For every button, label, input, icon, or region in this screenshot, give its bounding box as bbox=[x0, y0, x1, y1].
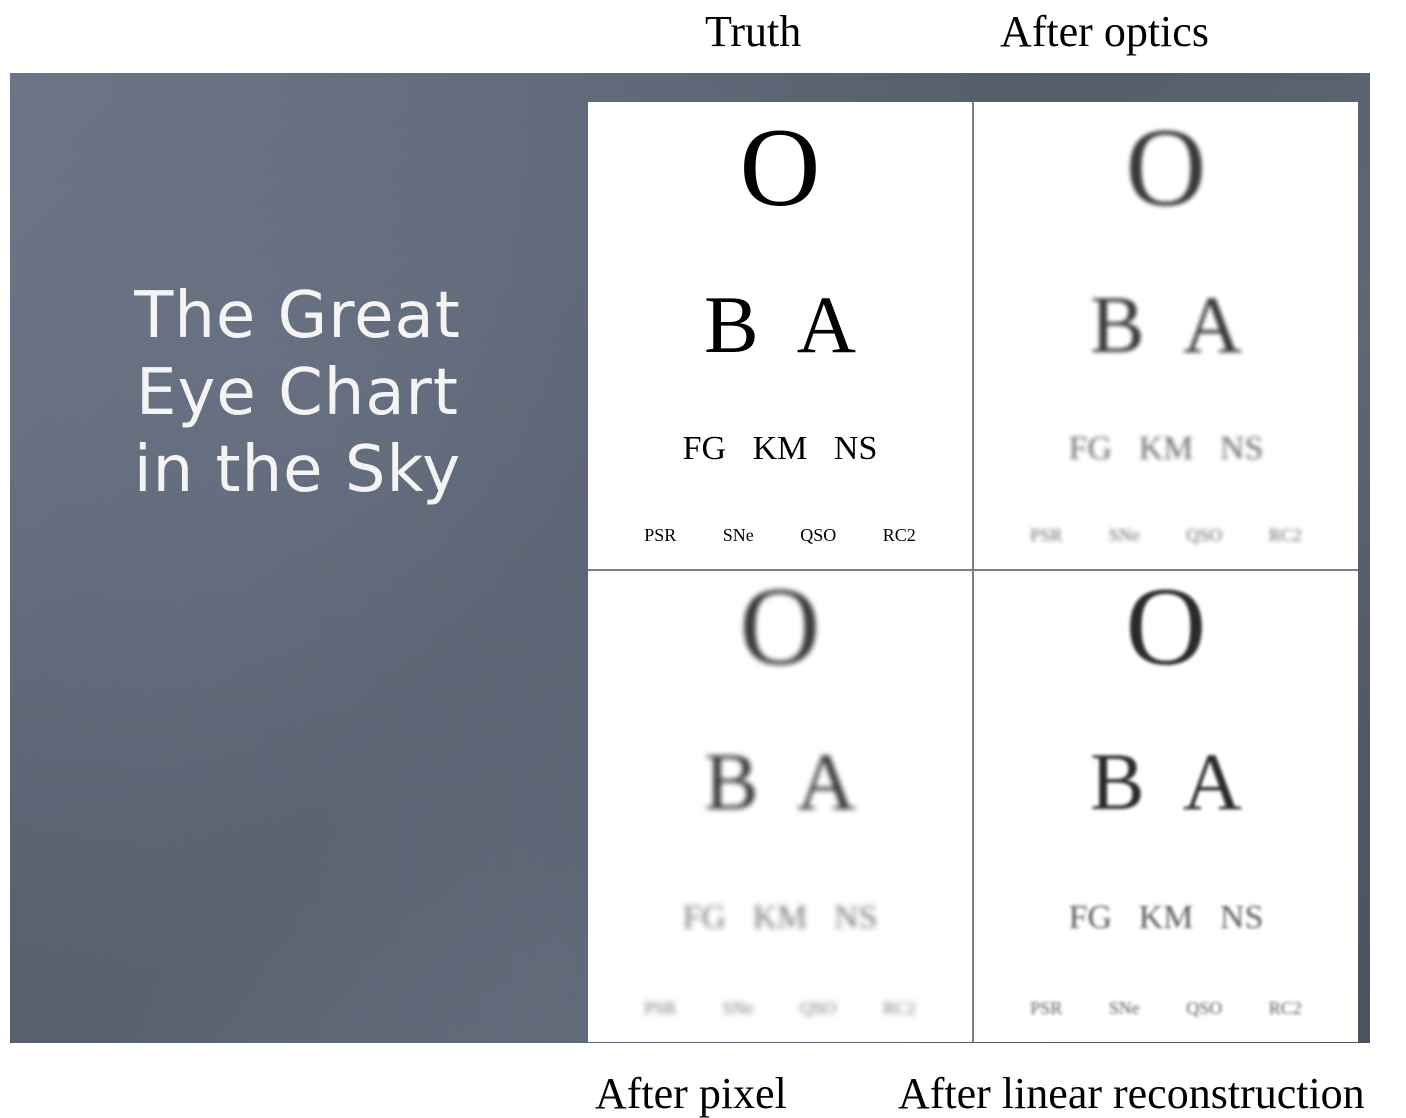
horizontal-divider bbox=[588, 569, 1358, 571]
eye-chart-row-4: PSR SNe QSO RC2 bbox=[1030, 525, 1302, 545]
eye-chart-row-2: B A bbox=[704, 736, 856, 827]
caption-after-pixel: After pixel bbox=[595, 1069, 787, 1118]
eye-chart-row-1: O bbox=[1125, 106, 1207, 230]
slide-title-line-3: in the Sky bbox=[133, 432, 462, 507]
eye-chart-row-3: FG KM NS bbox=[682, 430, 878, 467]
panel-after-optics: O B A FG KM NS PSR SNe QSO RC2 bbox=[974, 102, 1358, 569]
eye-chart-row-3: FG KM NS bbox=[1068, 430, 1264, 467]
eye-chart-row-3: FG KM NS bbox=[682, 899, 878, 936]
caption-after-linear-reconstruction: After linear reconstruction bbox=[898, 1069, 1365, 1118]
slide-title-line-1: The Great bbox=[134, 279, 461, 353]
caption-truth: Truth bbox=[705, 7, 802, 56]
eye-chart-grid: O B A FG KM NS PSR SNe QSO RC2 O B A FG … bbox=[588, 102, 1358, 1042]
eye-chart-row-1: O bbox=[739, 106, 821, 230]
eye-chart-row-2: B A bbox=[1090, 736, 1242, 827]
caption-after-optics: After optics bbox=[1000, 7, 1209, 56]
panel-after-linear-reconstruction: O B A FG KM NS PSR SNe QSO RC2 bbox=[974, 571, 1358, 1038]
eye-chart-row-4: PSR SNe QSO RC2 bbox=[1030, 998, 1302, 1018]
eye-chart-row-3: FG KM NS bbox=[1068, 899, 1264, 936]
eye-chart-row-1: O bbox=[1125, 571, 1207, 689]
eye-chart-row-4: PSR SNe QSO RC2 bbox=[644, 525, 916, 545]
panel-truth: O B A FG KM NS PSR SNe QSO RC2 bbox=[588, 102, 972, 569]
eye-chart-row-2: B A bbox=[704, 279, 856, 370]
eye-chart-row-4: PSR SNe QSO RC2 bbox=[644, 998, 916, 1018]
panel-after-pixel: O B A FG KM NS PSR SNe QSO RC2 bbox=[588, 571, 972, 1038]
eye-chart-row-1: O bbox=[739, 571, 821, 689]
eye-chart-row-2: B A bbox=[1090, 279, 1242, 370]
vertical-divider bbox=[972, 102, 974, 1042]
slide-title: The Great Eye Chart in the Sky bbox=[10, 278, 585, 508]
slide-title-line-2: Eye Chart bbox=[136, 355, 459, 430]
